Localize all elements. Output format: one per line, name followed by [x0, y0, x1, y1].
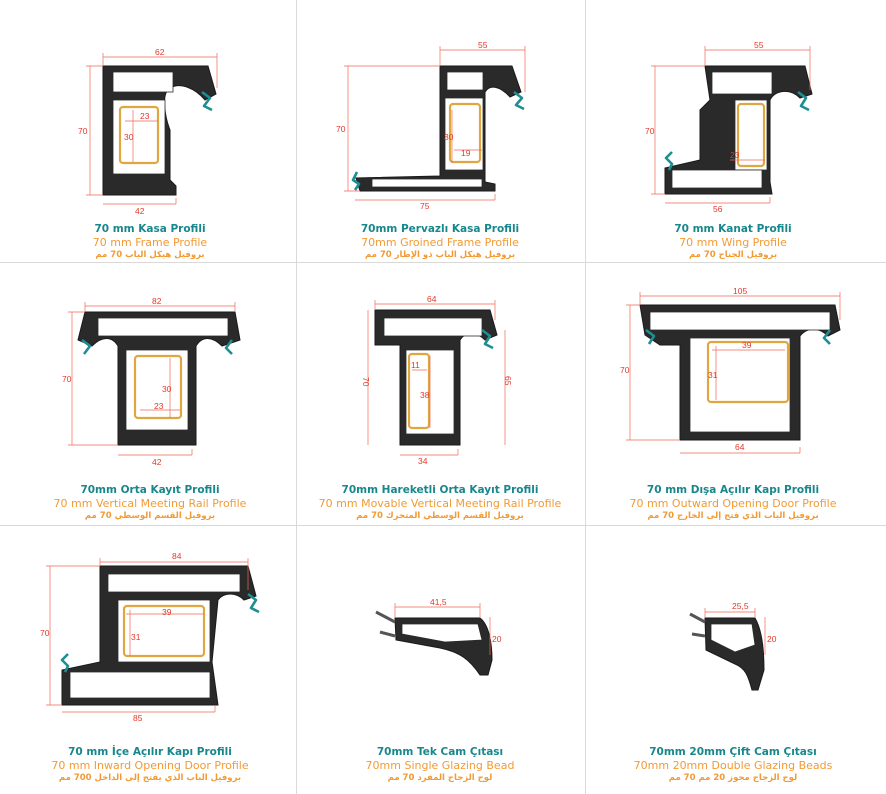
- svg-text:70: 70: [361, 377, 371, 387]
- svg-text:30: 30: [444, 132, 454, 142]
- svg-text:34: 34: [418, 456, 428, 466]
- title: 70 mm Kanat Profili: [674, 223, 792, 235]
- title: 70mm Tek Cam Çıtası: [376, 746, 504, 758]
- english-title: 70 mm Outward Opening Door Profile: [629, 497, 837, 510]
- arabic-title: لوح الزجاج مجوز 20 مم 70 مم: [668, 773, 798, 783]
- caption-groined-frame-profile: 70mm Pervazlı Kasa Profili 70mm Groined …: [295, 222, 585, 261]
- title: 70mm Orta Kayıt Profili: [80, 484, 220, 496]
- caption-single-glazing-bead: 70mm Tek Cam Çıtası 70mm Single Glazing …: [295, 745, 585, 784]
- svg-text:55: 55: [754, 40, 764, 50]
- svg-text:30: 30: [124, 132, 134, 142]
- svg-text:19: 19: [461, 148, 471, 158]
- title: 70mm Hareketli Orta Kayıt Profili: [341, 484, 539, 496]
- english-title: 70 mm Movable Vertical Meeting Rail Prof…: [318, 497, 562, 510]
- svg-text:70: 70: [336, 124, 346, 134]
- arabic-title: لوح الزجاج المفرد 70 مم: [387, 773, 493, 783]
- english-title: 70 mm Vertical Meeting Rail Profile: [53, 497, 247, 510]
- svg-text:65: 65: [503, 376, 513, 386]
- title: 70 mm İçe Açılır Kapı Profili: [68, 746, 232, 758]
- english-title: 70mm Single Glazing Bead: [365, 759, 515, 772]
- wing-profile-drawing: 55 70 56 23: [645, 40, 813, 214]
- row-divider: [0, 525, 886, 526]
- english-title: 70mm Groined Frame Profile: [361, 236, 519, 249]
- svg-text:25,5: 25,5: [732, 601, 749, 611]
- svg-text:39: 39: [742, 340, 752, 350]
- double-glazing-bead-drawing: 25,5 20: [689, 601, 777, 691]
- svg-text:64: 64: [427, 294, 437, 304]
- outward-door-drawing: 105 70 64 39 31: [620, 286, 841, 454]
- svg-text:11: 11: [411, 360, 420, 370]
- frame-profile-drawing: 62 70 42 23 30: [78, 47, 218, 216]
- caption-vertical-meeting-rail: 70mm Orta Kayıt Profili 70 mm Vertical M…: [5, 483, 295, 522]
- arabic-title: بروفيل القسم الوسطي 70 مم: [84, 511, 216, 521]
- title: 70 mm Kasa Profili: [94, 223, 206, 235]
- svg-text:31: 31: [131, 632, 141, 642]
- svg-text:31: 31: [708, 370, 718, 380]
- svg-text:20: 20: [492, 634, 502, 644]
- svg-text:75: 75: [420, 201, 430, 211]
- caption-frame-profile: 70 mm Kasa Profili 70 mm Frame Profile ب…: [5, 222, 295, 261]
- svg-text:70: 70: [62, 374, 72, 384]
- english-title: 70 mm Inward Opening Door Profile: [51, 759, 249, 772]
- svg-text:84: 84: [172, 551, 182, 561]
- single-glazing-bead-drawing: 41,5 20: [375, 597, 502, 676]
- caption-double-glazing-beads: 70mm 20mm Çift Cam Çıtası 70mm 20mm Doub…: [588, 745, 878, 784]
- caption-wing-profile: 70 mm Kanat Profili 70 mm Wing Profile ب…: [588, 222, 878, 261]
- groined-frame-profile-drawing: 55 70 75 30 19: [336, 40, 526, 211]
- english-title: 70 mm Frame Profile: [92, 236, 208, 249]
- svg-text:62: 62: [155, 47, 165, 57]
- vertical-meeting-rail-drawing: 82 70 42 30 23: [62, 296, 241, 467]
- title: 70 mm Dışa Açılır Kapı Profili: [646, 484, 820, 496]
- svg-text:42: 42: [135, 206, 145, 216]
- row-divider: [0, 262, 886, 263]
- english-title: 70 mm Wing Profile: [679, 236, 787, 249]
- svg-text:70: 70: [645, 126, 655, 136]
- svg-text:55: 55: [478, 40, 488, 50]
- column-divider: [585, 0, 586, 794]
- svg-text:105: 105: [733, 286, 747, 296]
- svg-text:30: 30: [162, 384, 172, 394]
- title: 70mm Pervazlı Kasa Profili: [360, 223, 520, 235]
- arabic-title: بروفيل الجناح 70 مم: [688, 250, 778, 260]
- caption-movable-meeting-rail: 70mm Hareketli Orta Kayıt Profili 70 mm …: [295, 483, 585, 522]
- inward-door-drawing: 84 70 85 39 31: [40, 551, 260, 723]
- svg-text:38: 38: [420, 390, 430, 400]
- arabic-title: بروفيل الباب الذي يفتح إلى الداخل 700 مم: [58, 773, 242, 783]
- svg-text:70: 70: [620, 365, 630, 375]
- arabic-title: بروفيل هيكل الباب ذو الإطار 70 مم: [364, 250, 516, 260]
- svg-text:41,5: 41,5: [430, 597, 447, 607]
- movable-meeting-rail-drawing: 64 70 65 34 11 38: [361, 294, 513, 466]
- svg-text:42: 42: [152, 457, 162, 467]
- english-title: 70mm 20mm Double Glazing Beads: [633, 759, 833, 772]
- svg-text:20: 20: [767, 634, 777, 644]
- svg-text:70: 70: [78, 126, 88, 136]
- svg-text:23: 23: [154, 401, 164, 411]
- title: 70mm 20mm Çift Cam Çıtası: [649, 746, 817, 758]
- column-divider: [296, 0, 297, 794]
- svg-text:85: 85: [133, 713, 143, 723]
- svg-text:39: 39: [162, 607, 172, 617]
- svg-text:70: 70: [40, 628, 50, 638]
- caption-inward-door: 70 mm İçe Açılır Kapı Profili 70 mm Inwa…: [5, 745, 295, 784]
- caption-outward-door: 70 mm Dışa Açılır Kapı Profili 70 mm Out…: [588, 483, 878, 522]
- arabic-title: بروفيل هيكل الباب 70 مم: [95, 250, 205, 260]
- svg-text:23: 23: [730, 150, 740, 160]
- svg-text:82: 82: [152, 296, 162, 306]
- arabic-title: بروفيل القسم الوسطي المتحرك 70 مم: [356, 511, 524, 521]
- svg-text:56: 56: [713, 204, 723, 214]
- svg-text:64: 64: [735, 442, 745, 452]
- svg-text:23: 23: [140, 111, 150, 121]
- arabic-title: بروفيل الباب الذي فتح إلى الخارج 70 مم: [647, 511, 819, 521]
